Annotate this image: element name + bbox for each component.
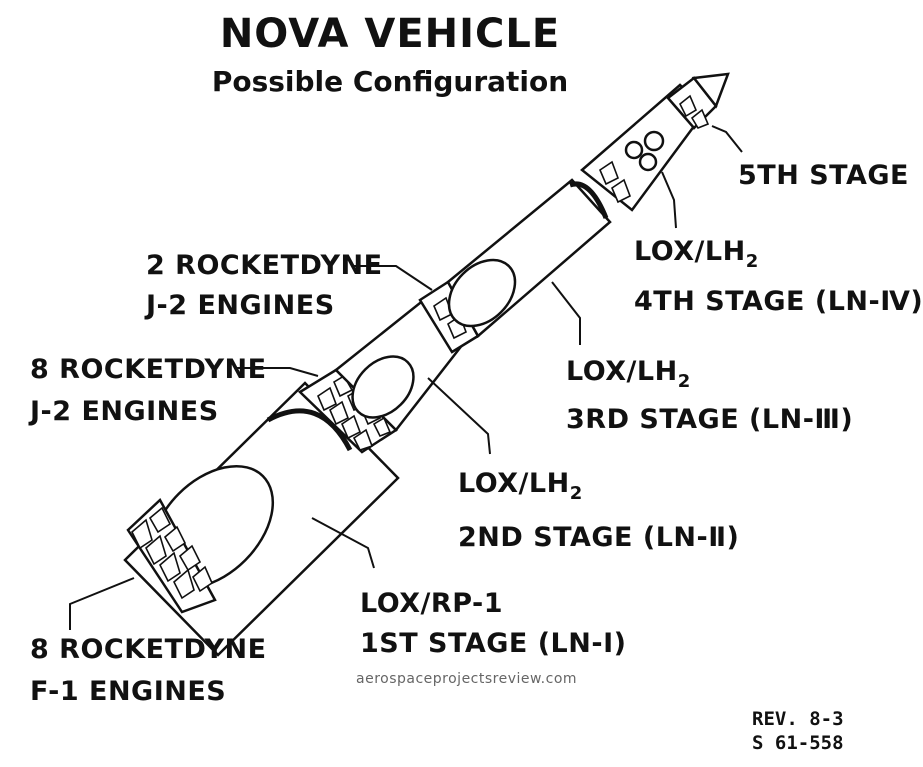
label-first-propellant: LOX/RP-1 <box>360 588 504 619</box>
third-stage <box>446 178 612 338</box>
leader-lines <box>69 125 743 630</box>
label-fifth-stage: 5TH STAGE <box>738 160 909 191</box>
label-eight-j2-line2: J-2 ENGINES <box>30 396 219 427</box>
revision-label: REV. 8-3 <box>752 708 844 730</box>
label-third-propellant: LOX/LH2 <box>566 356 691 391</box>
label-two-j2-line1: 2 ROCKETDYNE <box>146 250 383 281</box>
rocket-drawing <box>69 72 743 657</box>
label-second-propellant: LOX/LH2 <box>458 468 583 503</box>
nose-cone <box>691 72 730 109</box>
label-third-propellant-main: LOX/LH <box>566 356 678 387</box>
label-third-propellant-sub: 2 <box>677 371 691 392</box>
label-second-propellant-sub: 2 <box>569 483 583 504</box>
f1-engine-cluster <box>126 497 217 614</box>
label-fourth-propellant-main: LOX/LH <box>634 236 746 267</box>
serial-number: S 61-558 <box>752 732 844 754</box>
label-fourth-propellant: LOX/LH2 <box>634 236 759 271</box>
leader-fourth-stage <box>661 171 677 229</box>
label-two-j2-line2: J-2 ENGINES <box>146 290 335 321</box>
label-first-stage: 1ST STAGE (LN-Ⅰ) <box>360 628 627 659</box>
diagram-canvas: NOVA VEHICLE Possible Configuration 5TH … <box>30 11 923 754</box>
page-subtitle: Possible Configuration <box>211 65 569 98</box>
leader-f1 <box>69 577 135 630</box>
label-second-stage: 2ND STAGE (LN-Ⅱ) <box>458 522 740 553</box>
leader-first-stage <box>311 517 375 569</box>
watermark: aerospaceprojectsreview.com <box>356 671 578 687</box>
leader-third-stage <box>551 281 581 345</box>
fifth-stage <box>666 72 730 130</box>
label-f1-line2: F-1 ENGINES <box>30 676 227 707</box>
leader-two-j2 <box>352 265 433 291</box>
label-fourth-propellant-sub: 2 <box>745 251 759 272</box>
label-eight-j2-line1: 8 ROCKETDYNE <box>30 354 267 385</box>
label-second-propellant-main: LOX/LH <box>458 468 570 499</box>
fourth-stage <box>580 83 708 212</box>
leader-eight-j2 <box>234 367 319 377</box>
page-title: NOVA VEHICLE <box>219 11 561 57</box>
leader-fifth-stage <box>711 125 743 153</box>
interstage-one-two <box>297 368 398 454</box>
leader-second-stage <box>427 377 491 455</box>
label-f1-line1: 8 ROCKETDYNE <box>30 634 267 665</box>
label-third-stage: 3RD STAGE (LN-Ⅲ) <box>566 404 854 435</box>
label-fourth-stage: 4TH STAGE (LN-Ⅳ) <box>634 286 923 317</box>
